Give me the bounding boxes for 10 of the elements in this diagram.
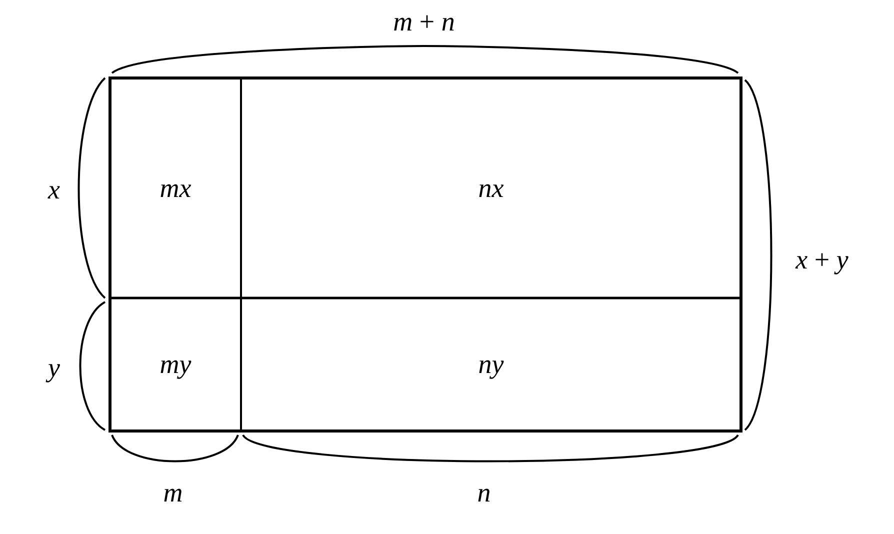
dimension-label: x <box>48 174 60 206</box>
area-label: nx <box>478 172 504 204</box>
dimension-label: m <box>163 478 183 508</box>
dimension-label: m + n <box>393 6 455 38</box>
dimension-label: n <box>477 478 491 508</box>
area-label: mx <box>160 172 192 204</box>
dimension-label: x + y <box>796 244 848 276</box>
area-label: ny <box>478 349 504 380</box>
area-label: my <box>160 349 192 380</box>
dimension-label: y <box>48 352 60 384</box>
